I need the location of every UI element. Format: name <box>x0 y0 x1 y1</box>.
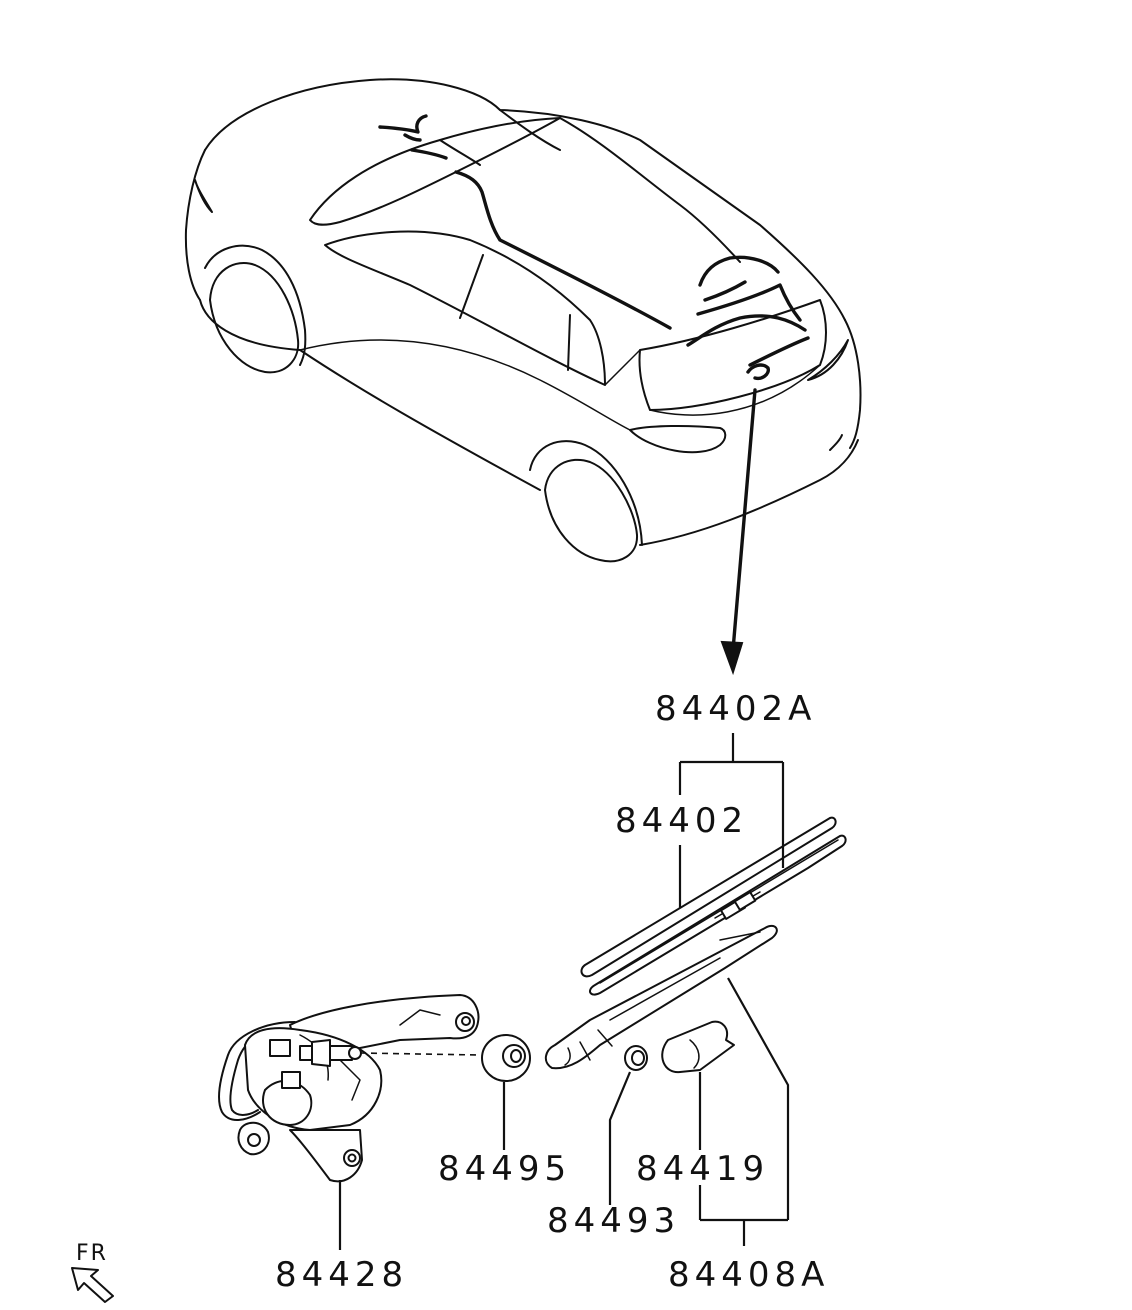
vehicle-illustration <box>184 78 862 676</box>
wiper-arm <box>544 924 778 1070</box>
label-84402A: 84402A <box>655 689 816 729</box>
direction-label: FR <box>76 1241 108 1266</box>
wiper-motor <box>218 994 481 1183</box>
label-84419: 84419 <box>636 1149 769 1189</box>
grommet-84495 <box>481 1034 531 1082</box>
leader-lines <box>338 733 790 1250</box>
front-direction-marker: FR <box>71 1241 114 1303</box>
cap-84419 <box>661 1020 735 1074</box>
wiper-blade <box>580 816 847 996</box>
label-84493: 84493 <box>547 1201 680 1241</box>
nut-84493 <box>624 1045 648 1071</box>
label-84428: 84428 <box>275 1255 408 1295</box>
label-84495: 84495 <box>438 1149 571 1189</box>
arrow-up-left-icon <box>71 1267 114 1303</box>
label-84408A: 84408A <box>668 1255 829 1295</box>
label-84402: 84402 <box>615 801 748 841</box>
